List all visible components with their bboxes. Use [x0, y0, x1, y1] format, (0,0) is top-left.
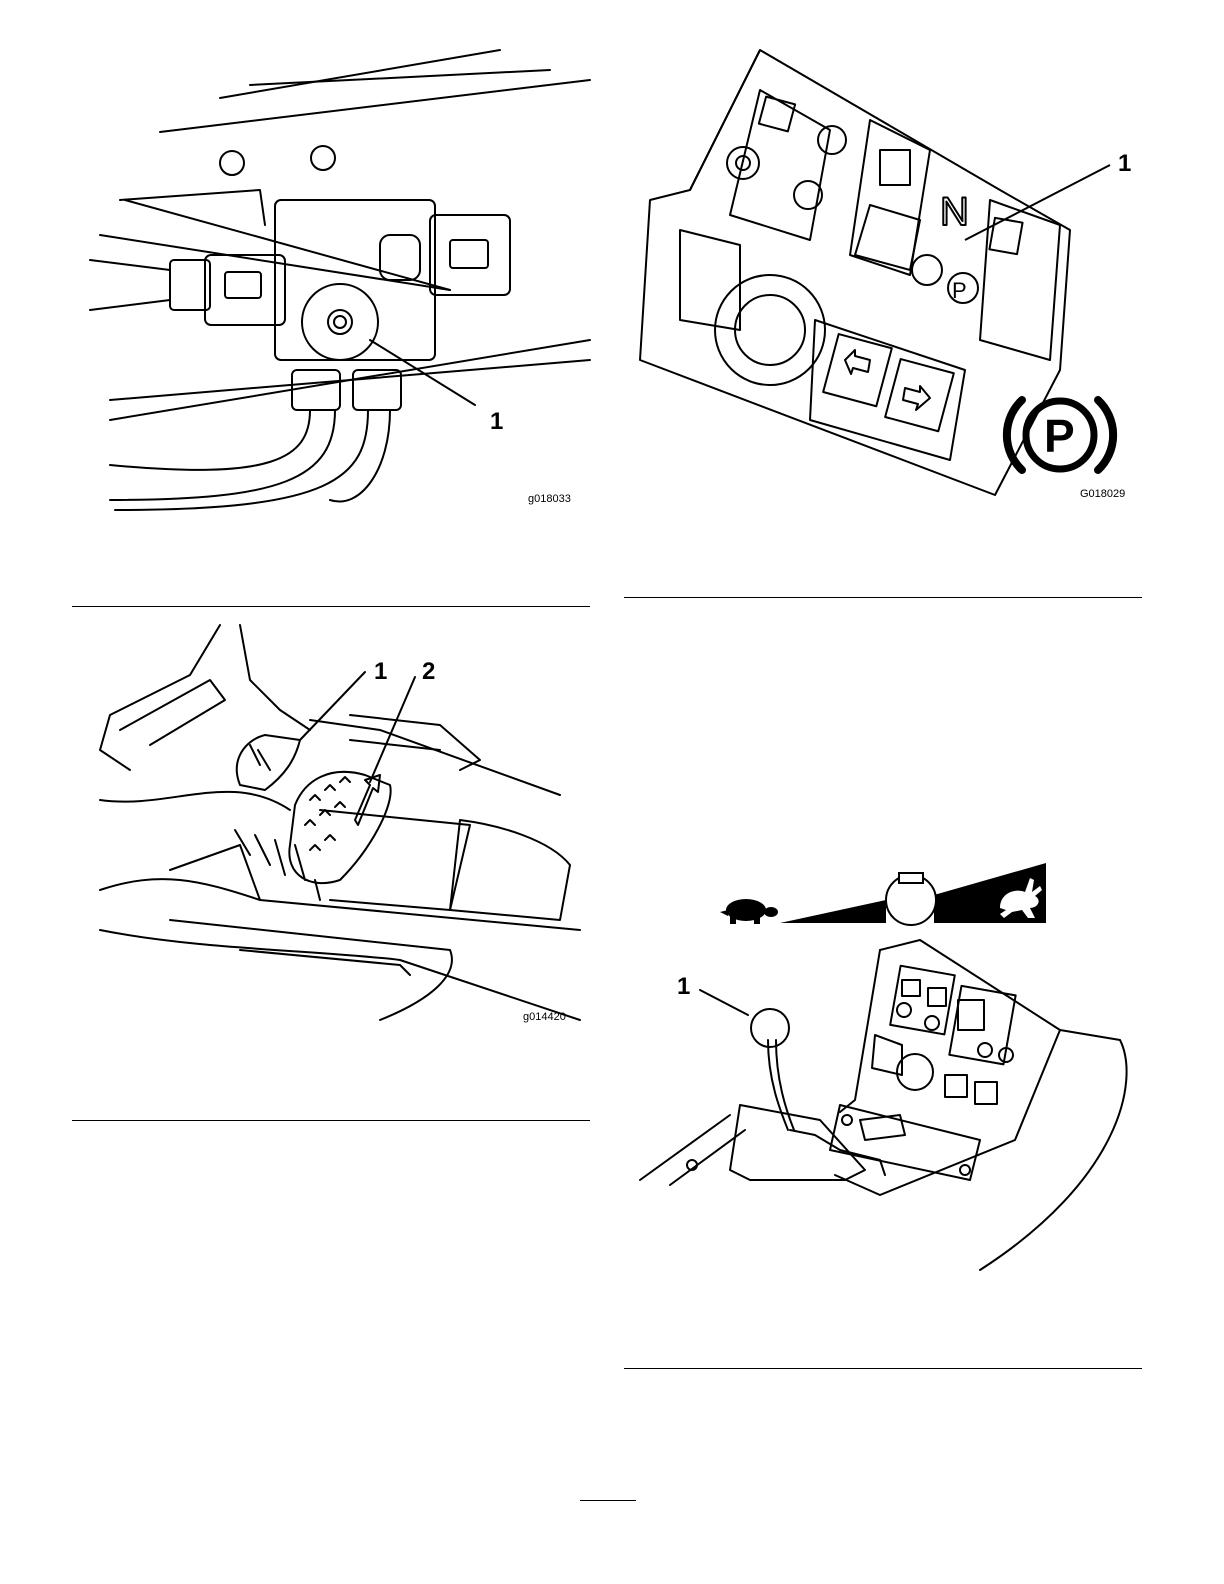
- pedals-callout-1: 1: [374, 660, 387, 684]
- pedals-illustration: [80, 620, 580, 1040]
- pedals-figure-code: g014420: [523, 1011, 566, 1023]
- divider: [72, 1120, 590, 1121]
- figure-control-panel: N P P 1 G018029: [630, 40, 1150, 520]
- control-panel-figure-code: G018029: [1080, 488, 1125, 500]
- divider: [72, 606, 590, 607]
- svg-text:N: N: [940, 190, 969, 234]
- divider: [624, 597, 1142, 598]
- divider: [624, 1368, 1142, 1369]
- figure-pedals: 1 2 g014420: [80, 620, 580, 1040]
- svg-text:P: P: [952, 278, 967, 303]
- throttle-callout-1: 1: [677, 975, 690, 999]
- valve-callout-1: 1: [490, 410, 503, 434]
- valve-illustration: [70, 40, 590, 520]
- parking-brake-icon: P: [1000, 375, 1120, 495]
- control-panel-callout-1: 1: [1118, 152, 1131, 176]
- valve-figure-code: g018033: [528, 493, 571, 505]
- figure-throttle: 1: [640, 850, 1140, 1280]
- throttle-illustration: [640, 850, 1140, 1280]
- pedals-callout-2: 2: [422, 660, 435, 684]
- page-footer-mark: [580, 1500, 636, 1501]
- figure-valve: 1 g018033: [70, 40, 590, 520]
- svg-text:P: P: [1044, 410, 1075, 462]
